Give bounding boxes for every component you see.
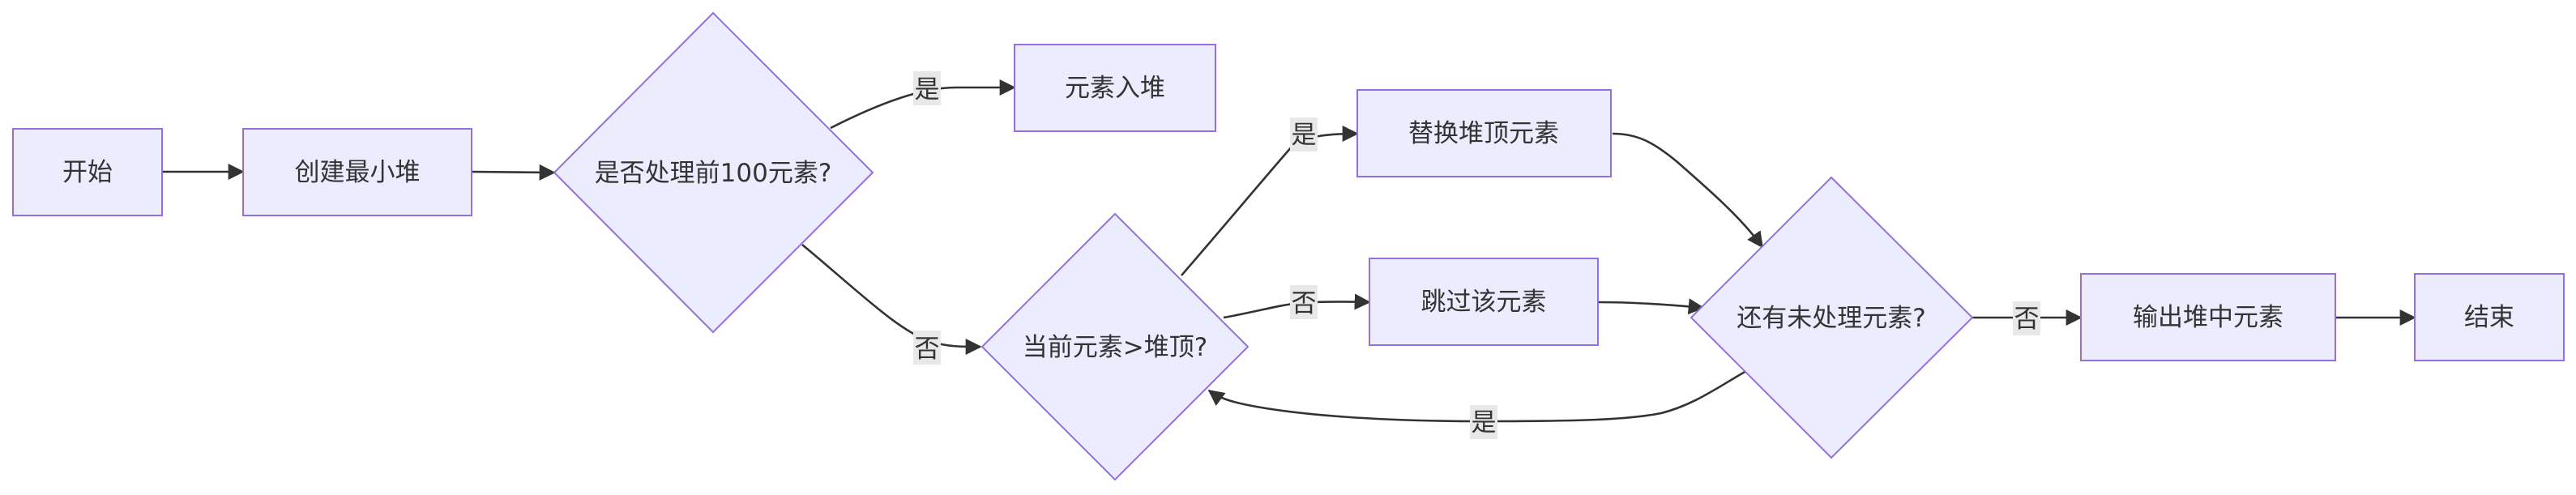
- node-start-label: 开始: [62, 158, 113, 187]
- node-replace-top: 替换堆顶元素: [1356, 89, 1612, 177]
- edge-label-first100-no: 否: [913, 331, 941, 365]
- node-end: 结束: [2414, 273, 2565, 361]
- node-more-left-decision: 还有未处理元素?: [1690, 176, 1974, 459]
- edge-label-compare-no: 否: [1290, 285, 1318, 319]
- node-skip: 跳过该元素: [1369, 258, 1599, 346]
- edge-label-text: 是: [1292, 121, 1317, 150]
- edge-first100-to-push-heap: [830, 79, 1016, 130]
- edge-label-more-yes: 是: [1470, 405, 1497, 439]
- nodes: 开始 创建最小堆 是否处理前100元素? 元素入堆 当前元素>堆顶? 替换堆顶元…: [12, 11, 2565, 481]
- edges: [162, 79, 2416, 423]
- edge-label-first100-yes: 是: [913, 71, 941, 105]
- edge-first100-to-compare-top: [801, 243, 982, 355]
- edge-create-heap-to-first100: [471, 164, 556, 181]
- node-create-heap: 创建最小堆: [242, 128, 472, 216]
- edge-labels: 是 否 是 否 是 否: [913, 71, 2040, 439]
- node-output-label: 输出堆中元素: [2133, 303, 2283, 332]
- edge-label-more-no: 否: [2013, 301, 2040, 335]
- node-more-left-label: 还有未处理元素?: [1737, 304, 1925, 333]
- node-push-heap: 元素入堆: [1014, 44, 1216, 132]
- node-compare-top-label: 当前元素>堆顶?: [1023, 333, 1207, 362]
- node-end-label: 结束: [2464, 303, 2514, 332]
- node-compare-top-decision: 当前元素>堆顶?: [980, 212, 1250, 481]
- node-start: 开始: [12, 128, 163, 216]
- edge-label-text: 是: [1472, 408, 1497, 437]
- node-push-heap-label: 元素入堆: [1065, 74, 1165, 103]
- edge-label-text: 否: [1292, 289, 1317, 318]
- edge-label-compare-yes: 是: [1290, 117, 1318, 151]
- edge-replace-top-to-more-left: [1612, 132, 1764, 249]
- edge-label-text: 是: [915, 75, 940, 105]
- edge-label-text: 否: [915, 335, 940, 364]
- edge-skip-to-more-left: [1597, 298, 1705, 315]
- node-first100-label: 是否处理前100元素?: [595, 159, 832, 188]
- edge-label-text: 否: [2014, 305, 2040, 334]
- node-create-heap-label: 创建最小堆: [295, 158, 421, 187]
- node-first100-decision: 是否处理前100元素?: [553, 11, 874, 334]
- node-output: 输出堆中元素: [2080, 273, 2336, 361]
- edge-compare-top-to-replace-top: [1181, 126, 1359, 276]
- node-replace-top-label: 替换堆顶元素: [1408, 119, 1559, 148]
- node-skip-label: 跳过该元素: [1421, 288, 1547, 317]
